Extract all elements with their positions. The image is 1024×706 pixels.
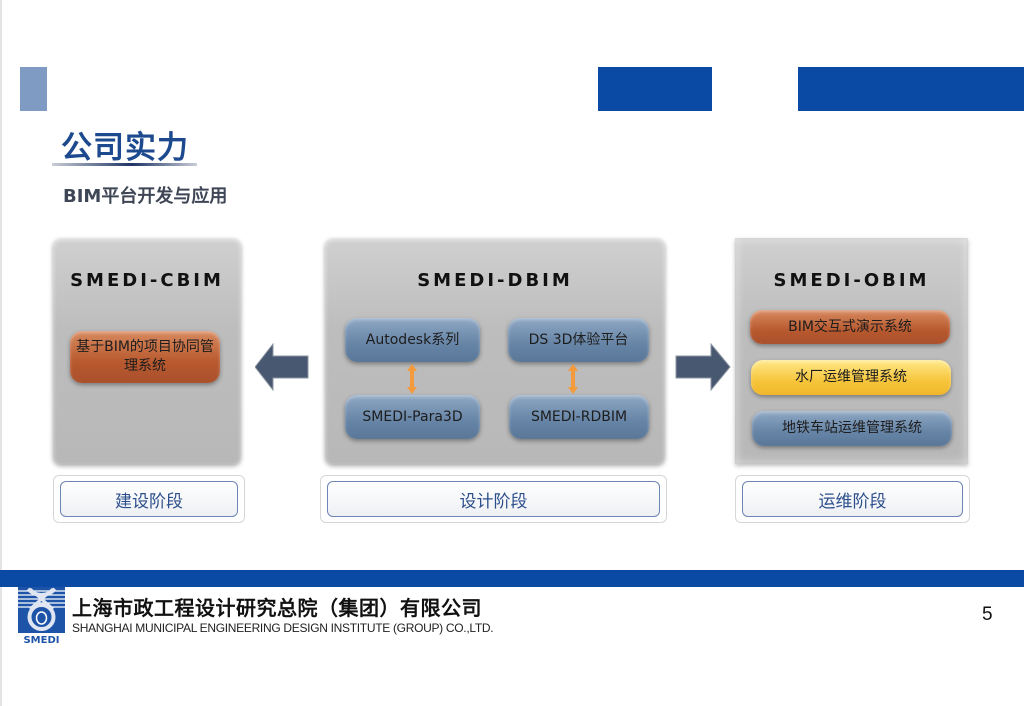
stage-label: 设计阶段: [327, 481, 660, 517]
system-pill[interactable]: DS 3D体验平台: [508, 318, 649, 362]
company-name-en: SHANGHAI MUNICIPAL ENGINEERING DESIGN IN…: [72, 621, 494, 635]
system-pill[interactable]: 水厂运维管理系统: [751, 360, 951, 395]
panel-obim: SMEDI-OBIM BIM交互式演示系统 水厂运维管理系统 地铁车站运维管理系…: [735, 238, 968, 464]
panel-title: SMEDI-OBIM: [773, 270, 930, 291]
smedi-logo-icon: SMEDI: [18, 587, 65, 645]
page-title: 公司实力: [61, 130, 189, 166]
footer-bar: [0, 570, 1024, 587]
system-pill[interactable]: SMEDI-Para3D: [345, 395, 480, 439]
stage-design: 设计阶段: [320, 475, 667, 523]
arrow-right-icon: [675, 343, 731, 391]
double-arrow-icon: [407, 364, 417, 394]
title-underline: [52, 163, 197, 166]
stage-label: 建设阶段: [60, 481, 238, 517]
system-pill[interactable]: 地铁车站运维管理系统: [752, 411, 952, 446]
panel-cbim: SMEDI-CBIM 基于BIM的项目协同管理系统: [53, 238, 241, 464]
header-bar-2: [798, 67, 1024, 111]
system-pill[interactable]: SMEDI-RDBIM: [509, 395, 649, 439]
panel-title: SMEDI-DBIM: [417, 270, 573, 291]
system-pill[interactable]: 基于BIM的项目协同管理系统: [70, 331, 220, 383]
page-subtitle: BIM平台开发与应用: [63, 186, 228, 207]
header-bar-1: [598, 67, 712, 111]
arrow-left-icon: [255, 343, 309, 391]
stage-operation: 运维阶段: [735, 475, 970, 523]
slide-left-edge: [0, 0, 2, 706]
company-name-cn: 上海市政工程设计研究总院（集团）有限公司: [72, 596, 482, 620]
stage-construction: 建设阶段: [53, 475, 245, 523]
page-number: 5: [982, 604, 993, 625]
system-pill[interactable]: BIM交互式演示系统: [750, 310, 950, 344]
system-pill[interactable]: Autodesk系列: [345, 318, 480, 362]
logo-text: SMEDI: [23, 635, 59, 645]
panel-title: SMEDI-CBIM: [70, 270, 224, 291]
stage-label: 运维阶段: [742, 481, 963, 517]
panel-dbim: SMEDI-DBIM Autodesk系列 DS 3D体验平台 SMEDI-Pa…: [325, 238, 665, 464]
header-accent-block: [20, 67, 47, 111]
double-arrow-icon: [568, 364, 578, 394]
